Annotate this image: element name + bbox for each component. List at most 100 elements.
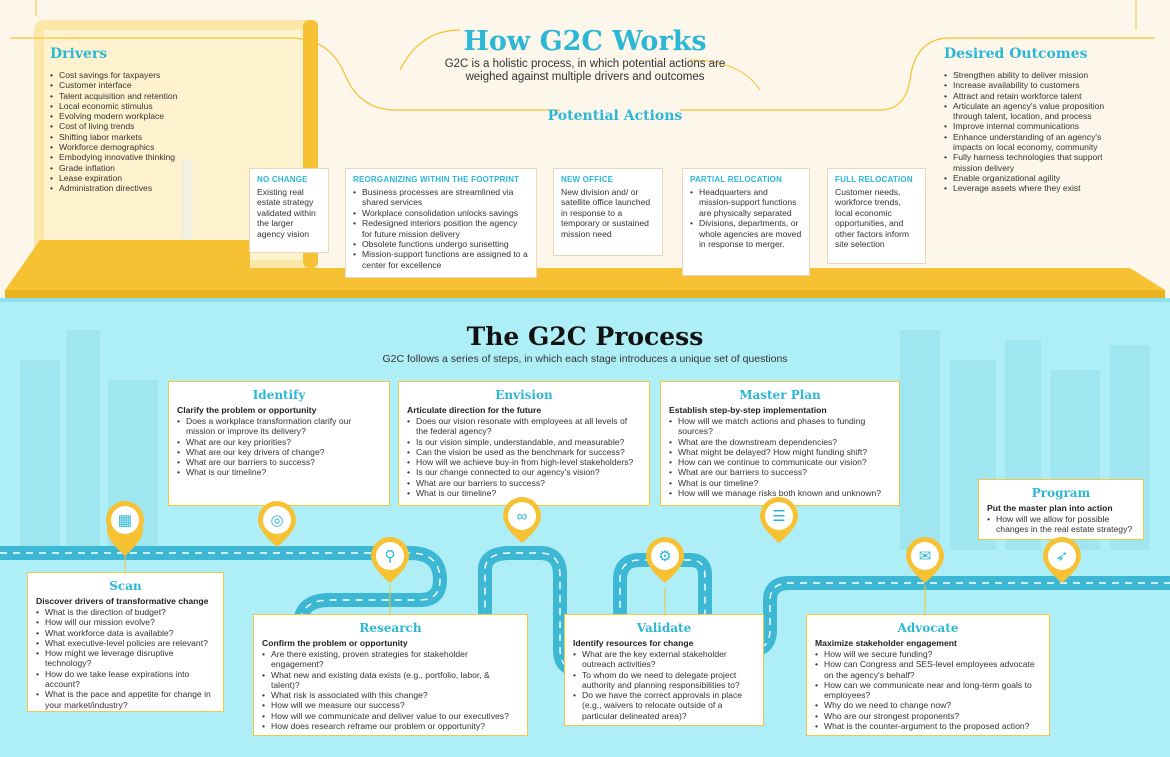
list-item: Who are our strongest proponents?: [815, 711, 1041, 722]
step-lead: Establish step-by-step implementation: [669, 405, 827, 415]
page-title: How G2C Works: [463, 26, 707, 57]
step-title: Identify: [252, 388, 306, 402]
list-item: Divisions, departments, or whole agencie…: [690, 218, 802, 249]
list-item: Headquarters and mission-support functio…: [690, 187, 802, 218]
step-questions: Are there existing, proven strategies fo…: [262, 649, 519, 732]
list-item: How can we continue to communicate our v…: [669, 457, 891, 468]
list-item: How will we allow for possible changes i…: [987, 514, 1135, 535]
list-item: How will we secure funding?: [815, 649, 1041, 660]
list-item: Cost of living trends: [50, 121, 250, 132]
step-lead: Put the master plan into action: [987, 503, 1113, 513]
process-subtitle: G2C follows a series of steps, in which …: [382, 353, 788, 365]
drivers-list: Cost savings for taxpayersCustomer inter…: [50, 70, 250, 194]
step-questions: How will we allow for possible changes i…: [987, 514, 1135, 535]
list-item: What might be delayed? How might funding…: [669, 447, 891, 458]
action-card-reorganizing: REORGANIZING WITHIN THE FOOTPRINT Busine…: [345, 168, 537, 278]
list-item: What is our timeline?: [669, 478, 891, 489]
binoculars-icon: ∞: [516, 507, 528, 525]
step-questions: What is the direction of budget?How will…: [36, 607, 215, 710]
fingerprint-icon: ◎: [270, 512, 284, 529]
list-item: What risk is associated with this change…: [262, 690, 519, 701]
list-item: How can Congress and SES-level employees…: [815, 659, 1041, 680]
list-item: Evolving modern workplace: [50, 111, 250, 122]
list-item: Strengthen ability to deliver mission: [944, 70, 1124, 81]
list-item: Leverage assets where they exist: [944, 183, 1124, 194]
list-item: What are our barriers to success?: [669, 467, 891, 478]
step-title: Research: [359, 621, 422, 635]
step-title: Master Plan: [739, 388, 821, 402]
step-card-scan: Scan Discover drivers of transformative …: [27, 572, 224, 712]
step-questions: Does our vision resonate with employees …: [407, 416, 641, 499]
list-item: What is the direction of budget?: [36, 607, 215, 618]
potential-actions-title: Potential Actions: [547, 108, 683, 124]
list-item: Fully harness technologies that support …: [944, 152, 1124, 173]
page-subtitle: G2C is a holistic process, in which pote…: [0, 58, 1170, 84]
list-item: Lease expiration: [50, 173, 250, 184]
list-item: How will we measure our success?: [262, 700, 519, 711]
step-questions: How will we match actions and phases to …: [669, 416, 891, 499]
list-item: Redesigned interiors position the agency…: [353, 218, 529, 239]
list-item: Embodying innovative thinking: [50, 152, 250, 163]
list-item: Attract and retain workforce talent: [944, 91, 1124, 102]
list-item: How can we communicate near and long-ter…: [815, 680, 1041, 701]
step-lead: Articulate direction for the future: [407, 405, 542, 415]
list-item: Cost savings for taxpayers: [50, 70, 250, 81]
list-item: Does our vision resonate with employees …: [407, 416, 641, 437]
step-card-validate: Validate Identify resources for change W…: [564, 614, 764, 726]
action-card-new-office: NEW OFFICE New division and/ or satellit…: [553, 168, 663, 256]
drivers-title: Drivers: [50, 46, 108, 62]
list-item: What are our barriers to success?: [177, 457, 381, 468]
list-item: How will we communicate and deliver valu…: [262, 711, 519, 722]
outcomes-title: Desired Outcomes: [944, 46, 1088, 62]
list-item: Workforce demographics: [50, 142, 250, 153]
list-item: How do we take lease expirations into ac…: [36, 669, 215, 690]
list-item: What workforce data is available?: [36, 628, 215, 639]
action-card-full-relocation: FULL RELOCATION Customer needs, workforc…: [827, 168, 926, 264]
data-icon: ▦: [117, 512, 133, 529]
step-title: Envision: [495, 388, 553, 402]
list-item: What are our barriers to success?: [407, 478, 641, 489]
gears-icon: ⚙: [658, 548, 672, 565]
list-item: What is our timeline?: [177, 467, 381, 478]
outcomes-list: Strengthen ability to deliver missionInc…: [944, 70, 1124, 194]
list-item: Administration directives: [50, 183, 250, 194]
action-card-text: New division and/ or satellite office la…: [561, 187, 651, 239]
list-item: How will we manage risks both known and …: [669, 488, 891, 499]
rocket-icon: ➶: [1055, 548, 1069, 565]
list-item: Increase availability to customers: [944, 80, 1124, 91]
list-item: Enhance understanding of an agency's imp…: [944, 132, 1124, 153]
list-item: Local economic stimulus: [50, 101, 250, 112]
checklist-icon: ☰: [772, 508, 786, 525]
list-item: How does research reframe our problem or…: [262, 721, 519, 732]
list-item: What are the downstream dependencies?: [669, 437, 891, 448]
chat-icon: ✉: [918, 548, 932, 565]
action-card-list: Business processes are streamlined via s…: [353, 187, 529, 270]
list-item: Does a workplace transformation clarify …: [177, 416, 381, 437]
list-item: Are there existing, proven strategies fo…: [262, 649, 519, 670]
step-questions: What are the key external stakeholder ou…: [573, 649, 755, 721]
step-lead: Clarify the problem or opportunity: [177, 405, 317, 415]
microscope-icon: ⚲: [384, 548, 396, 565]
action-card-text: Existing real estate strategy validated …: [257, 187, 316, 239]
list-item: What new and existing data exists (e.g.,…: [262, 670, 519, 691]
action-card-title: NO CHANGE: [257, 175, 308, 184]
action-card-text: Customer needs, workforce trends, local …: [835, 187, 910, 250]
step-questions: How will we secure funding?How can Congr…: [815, 649, 1041, 732]
list-item: What are our key drivers of change?: [177, 447, 381, 458]
list-item: How will we match actions and phases to …: [669, 416, 891, 437]
list-item: To whom do we need to delegate project a…: [573, 670, 755, 691]
list-item: Talent acquisition and retention: [50, 91, 250, 102]
list-item: What are our key priorities?: [177, 437, 381, 448]
list-item: How will our mission evolve?: [36, 617, 215, 628]
list-item: Grade inflation: [50, 163, 250, 174]
list-item: Why do we need to change now?: [815, 700, 1041, 711]
action-card-no-change: NO CHANGE Existing real estate strategy …: [249, 168, 329, 253]
step-title: Advocate: [897, 621, 959, 635]
list-item: Business processes are streamlined via s…: [353, 187, 529, 208]
page-subtitle-line2: weighed against multiple drivers and out…: [465, 71, 705, 83]
action-card-list: Headquarters and mission-support functio…: [690, 187, 802, 249]
step-questions: Does a workplace transformation clarify …: [177, 416, 381, 478]
page-subtitle-line1: G2C is a holistic process, in which pote…: [444, 58, 726, 70]
list-item: How might we leverage disruptive technol…: [36, 648, 215, 669]
step-title: Scan: [109, 579, 142, 593]
